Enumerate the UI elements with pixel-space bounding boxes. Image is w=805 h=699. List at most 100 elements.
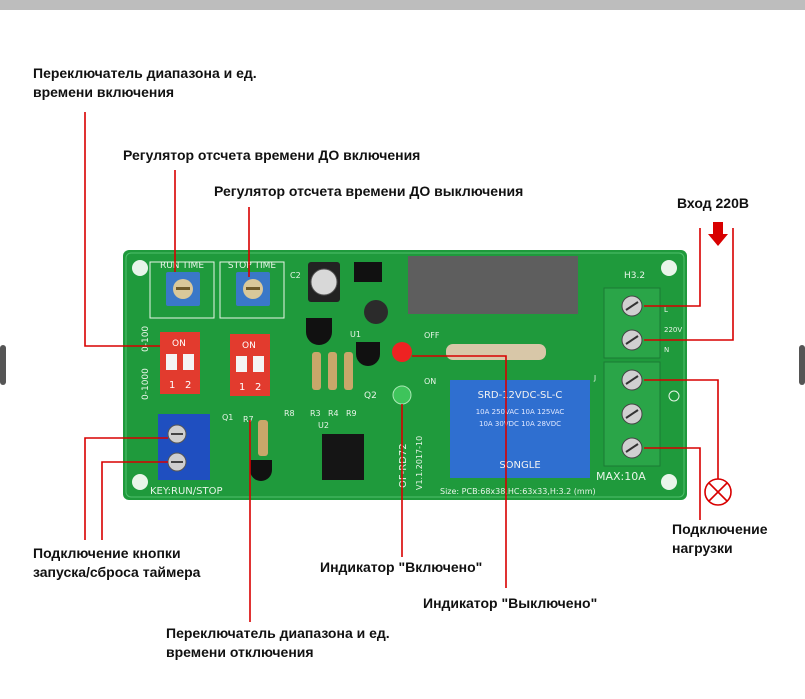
label-input: Вход 220В xyxy=(677,195,749,211)
screw-slot xyxy=(625,409,639,419)
label-range-on-line2: времени включения xyxy=(33,84,175,100)
r4-text: R4 xyxy=(328,409,339,418)
label-range-on-line1: Переключатель диапазона и ед. xyxy=(33,65,257,81)
h32-text: H3.2 xyxy=(624,271,645,281)
leader-key-top xyxy=(84,437,168,540)
leader-range-on xyxy=(84,112,160,347)
dip-on-text: ON xyxy=(172,339,186,349)
capacitor-top xyxy=(310,268,338,296)
transistor-q2 xyxy=(356,342,380,366)
led-off-indicator xyxy=(392,342,412,362)
r8-text: R8 xyxy=(284,409,295,418)
label-load-line1: Подключение xyxy=(672,521,768,537)
stop-time-frame xyxy=(219,261,285,319)
relay-spec2-text: 10A 30VDC 10A 28VDC xyxy=(479,420,561,428)
power-resistor xyxy=(446,344,546,360)
mount-hole xyxy=(132,260,148,276)
resistor xyxy=(328,352,337,390)
resistor-r7 xyxy=(258,420,268,456)
stop-time-text: STOP TIME xyxy=(228,261,276,271)
pcb-outline xyxy=(125,252,685,498)
dip-1-text: 1 xyxy=(169,380,175,391)
dip-on-text: ON xyxy=(242,341,256,351)
lamp-symbol xyxy=(668,390,680,402)
label-button-line2: запуска/сброса таймера xyxy=(33,564,201,580)
small-capacitor xyxy=(364,300,388,324)
label-button-line1: Подключение кнопки xyxy=(33,545,181,561)
left-edge-fragment xyxy=(0,345,6,385)
range-b-text: 0-1000 xyxy=(141,368,151,400)
board-id-text: OF-RD72 xyxy=(398,443,409,488)
u2-text: U2 xyxy=(318,421,329,430)
pin-j-text: J xyxy=(593,374,596,382)
on-led-text: ON xyxy=(424,377,436,386)
stop-pot-slot xyxy=(246,287,260,290)
relay-model-text: SRD-12VDC-SL-C xyxy=(478,390,563,401)
label-led-on: Индикатор "Включено" xyxy=(320,559,483,575)
screw-slot xyxy=(625,443,639,453)
pin-l-text: L xyxy=(664,306,668,314)
input-arrow-icon xyxy=(708,222,728,246)
led-on-indicator xyxy=(392,385,412,405)
dip-2-text: 2 xyxy=(255,382,261,393)
label-load: Подключение нагрузки xyxy=(672,520,768,558)
q2-text: Q2 xyxy=(364,391,377,401)
transistor xyxy=(306,318,332,345)
label-range-off-line1: Переключатель диапазона и ед. xyxy=(166,625,390,641)
max-current-text: MAX:10A xyxy=(596,470,646,483)
right-edge-fragment xyxy=(799,345,805,385)
leader-led-off xyxy=(412,355,507,588)
size-text: Size: PCB:68x38,HC:63x33,H:3.2 (mm) xyxy=(440,487,596,496)
range-a-text: 0-100 xyxy=(141,326,151,352)
leader-input-n xyxy=(644,228,734,341)
label-stop-regulator: Регулятор отсчета времени ДО выключения xyxy=(214,183,524,199)
transistor-q1 xyxy=(250,460,272,481)
r9-text: R9 xyxy=(346,409,357,418)
relay-brand-text: SONGLE xyxy=(499,460,540,471)
label-load-line2: нагрузки xyxy=(672,540,733,556)
leader-input-l xyxy=(644,228,701,307)
mount-hole xyxy=(132,474,148,490)
dip-lever xyxy=(166,354,177,370)
resistor xyxy=(312,352,321,390)
screw-slot xyxy=(625,375,639,385)
label-range-off: Переключатель диапазона и ед. времени от… xyxy=(166,624,390,662)
run-time-text: RUN TIME xyxy=(160,261,204,271)
version-text: V1.1.2017-10 xyxy=(415,436,424,490)
r3-text: R3 xyxy=(310,409,321,418)
screw-slot xyxy=(625,301,639,311)
r7-text: R7 xyxy=(243,415,254,424)
leader-load-top xyxy=(644,379,719,466)
relay xyxy=(450,380,590,478)
c2-text: C2 xyxy=(290,271,301,280)
pin-n-text: N xyxy=(664,346,669,354)
lamp-cross xyxy=(708,482,728,502)
u1-text: U1 xyxy=(350,330,361,339)
label-button: Подключение кнопки запуска/сброса таймер… xyxy=(33,544,200,582)
dip-lever xyxy=(236,356,247,372)
run-time-frame xyxy=(149,261,215,319)
key-terminal-block xyxy=(158,414,210,480)
key-text: KEY:RUN/STOP xyxy=(150,486,223,497)
label-range-on: Переключатель диапазона и ед. времени вк… xyxy=(33,64,257,102)
dip-1-text: 1 xyxy=(239,382,245,393)
off-led-text: OFF xyxy=(424,331,440,340)
mount-hole xyxy=(661,474,677,490)
q1-text: Q1 xyxy=(222,413,233,422)
v220-text: 220V xyxy=(664,326,682,334)
bridge-rectifier xyxy=(354,262,382,282)
leader-lines xyxy=(84,112,734,622)
label-run-regulator: Регулятор отсчета времени ДО включения xyxy=(123,147,421,163)
resistor xyxy=(344,352,353,390)
label-range-off-line2: времени отключения xyxy=(166,644,314,660)
leader-load-bottom xyxy=(644,447,701,520)
dip-2-text: 2 xyxy=(185,380,191,391)
screw-slot xyxy=(625,335,639,345)
label-led-off: Индикатор "Выключено" xyxy=(423,595,598,611)
dip-lever xyxy=(183,354,194,370)
relay-spec1-text: 10A 250VAC 10A 125VAC xyxy=(476,408,565,416)
mount-hole xyxy=(661,260,677,276)
dip-lever xyxy=(253,356,264,372)
leader-key-bottom xyxy=(101,461,168,540)
